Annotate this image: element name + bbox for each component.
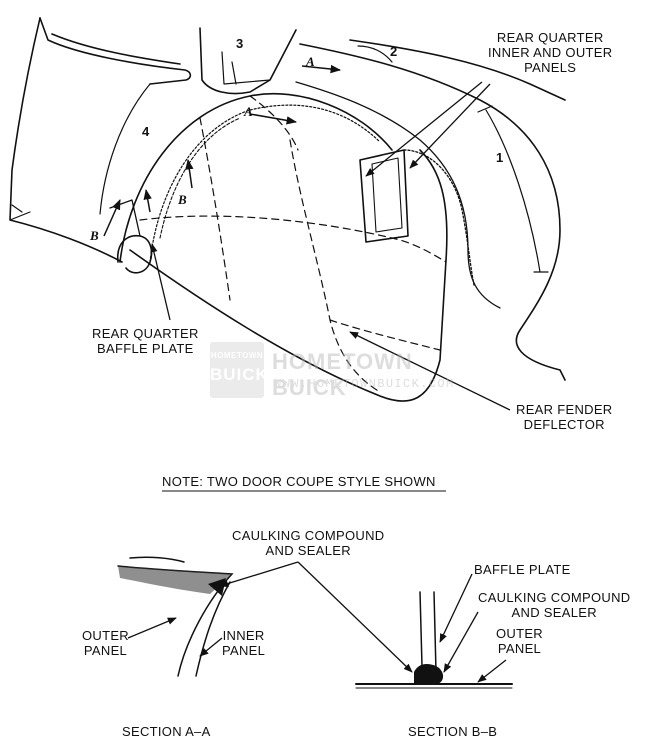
label-outer-panel-a: OUTER PANEL — [82, 628, 129, 658]
watermark-logo-bottom: BUICK — [210, 365, 269, 384]
section-b-leaders — [297, 561, 507, 683]
section-b-sealer — [414, 664, 444, 684]
leader-deflector — [349, 331, 511, 411]
watermark: HOMETOWN BUICK HOMETOWN BUICK WWW.HOMETO… — [210, 342, 453, 400]
label-rear-quarter-panels: REAR QUARTER INNER AND OUTER PANELS — [488, 30, 613, 75]
deck-top-line — [349, 39, 566, 101]
section-a-leaders — [127, 561, 299, 657]
section-arrow-b2 — [103, 199, 121, 237]
dim-tick-1a — [477, 105, 493, 113]
watermark-logo-top: HOMETOWN — [210, 351, 264, 360]
label-outer-panel-b: OUTER PANEL — [496, 626, 543, 656]
watermark-logo: HOMETOWN BUICK — [210, 342, 269, 398]
label-baffle-plate-b: BAFFLE PLATE — [474, 562, 571, 577]
wheelhouse-caulk-inner — [159, 117, 241, 239]
pillar-3-inner — [221, 51, 271, 85]
leader-lines — [150, 81, 511, 411]
baffle-curl — [116, 235, 153, 274]
label-section-b: SECTION B–B — [408, 724, 498, 739]
hidden-line-1 — [199, 117, 231, 301]
callout-1: 1 — [496, 150, 504, 165]
section-b-drawing — [355, 591, 513, 689]
section-a-inner-panel — [195, 581, 231, 677]
watermark-title: HOMETOWN BUICK — [272, 349, 413, 400]
fender-deflector-bottom — [129, 249, 447, 402]
section-arrows — [103, 64, 342, 237]
label-rear-quarter-baffle-plate: REAR QUARTER BAFFLE PLATE — [92, 326, 199, 356]
hidden-line-4 — [139, 215, 447, 263]
arrow-letter-a2: A — [244, 104, 253, 119]
deck-inner-edge — [295, 81, 501, 309]
left-lower-edge — [9, 204, 31, 221]
leader-panels-1 — [365, 81, 483, 177]
hidden-line-3 — [249, 95, 299, 151]
left-door-edge — [39, 17, 192, 85]
panel-box — [359, 149, 409, 243]
wheelhouse-outer — [119, 92, 393, 263]
leader-panels-2 — [409, 83, 491, 169]
leader-baffle — [150, 243, 171, 321]
section-arrow-a1 — [301, 64, 342, 74]
right-wheelhouse-arc — [403, 149, 475, 286]
left-body-panel — [9, 17, 123, 263]
note-text: NOTE: TWO DOOR COUPE STYLE SHOWN — [162, 474, 436, 489]
arrow-letter-b2: B — [90, 228, 99, 243]
callout-2: 2 — [390, 44, 398, 59]
dim-arc-4 — [99, 83, 151, 215]
hidden-line-2 — [289, 139, 381, 393]
label-caulking-top: CAULKING COMPOUND AND SEALER — [232, 528, 385, 558]
left-door-inner — [51, 33, 181, 65]
hidden-line-5 — [329, 319, 441, 351]
label-caulking-b: CAULKING COMPOUND AND SEALER — [478, 590, 631, 620]
watermark-url: WWW.HOMETOWNBUICK.COM — [274, 377, 455, 391]
pillar-3 — [199, 27, 297, 95]
callout-4: 4 — [142, 124, 150, 139]
section-a-shading — [118, 566, 232, 594]
panel-box-inner — [371, 157, 403, 233]
section-arrow-b3 — [143, 188, 152, 213]
label-section-a: SECTION A–A — [122, 724, 211, 739]
section-a-drawing — [117, 556, 234, 677]
section-a-top — [129, 556, 185, 563]
label-inner-panel-a: INNER PANEL — [222, 628, 266, 658]
section-arrow-b1 — [185, 158, 194, 189]
deck-edge — [299, 43, 566, 381]
label-rear-fender-deflector: REAR FENDER DEFLECTOR — [516, 402, 613, 432]
section-arrow-a2 — [249, 113, 298, 125]
callout-3: 3 — [236, 36, 244, 51]
dim-arc-2 — [357, 45, 393, 63]
dim-arc-1 — [485, 109, 541, 273]
wheelhouse-caulk-top — [149, 104, 381, 263]
fender-deflector-right — [419, 149, 448, 261]
arrow-letter-a1: A — [306, 54, 315, 69]
arrow-letter-b1: B — [178, 192, 187, 207]
